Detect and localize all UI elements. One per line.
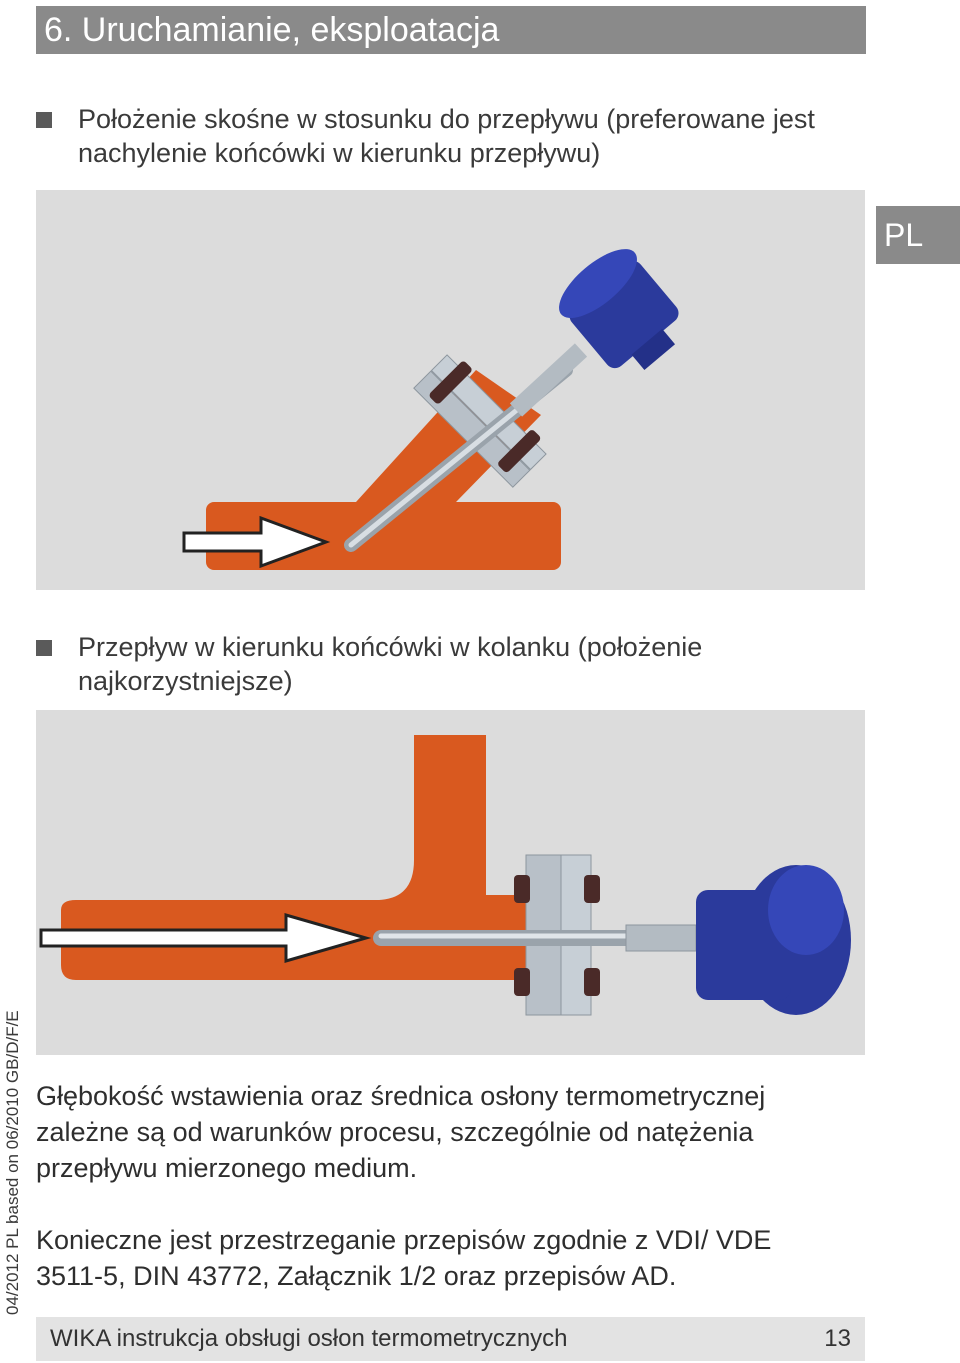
angled-installation-illustration: [182, 249, 679, 570]
flow-arrow-icon: [182, 515, 331, 569]
footer-title: WIKA instrukcja obsługi osłon termometry…: [50, 1325, 568, 1352]
thermowell-neck: [625, 924, 697, 952]
bullet-item: Przepływ w kierunku końcówki w kolanku (…: [36, 630, 856, 698]
section-header: 6. Uruchamianie, eksploatacja: [36, 6, 866, 54]
page-footer: WIKA instrukcja obsługi osłon termometry…: [36, 1317, 865, 1361]
figure-angled-installation: [36, 190, 865, 590]
page-number: 13: [824, 1325, 851, 1352]
paragraph-insertion-depth: Głębokość wstawienia oraz średnica osłon…: [36, 1081, 766, 1183]
language-label: PL: [884, 217, 924, 253]
bullet-square-icon: [36, 640, 52, 656]
elbow-installation-illustration: [39, 735, 851, 1016]
section-title: 6. Uruchamianie, eksploatacja: [44, 11, 500, 49]
figure-elbow-installation: [36, 710, 865, 1055]
bullet-square-icon: [36, 112, 52, 128]
bullet-item: Położenie skośne w stosunku do przepływu…: [36, 102, 856, 170]
side-note: 04/2012 PL based on 06/2010 GB/D/F/E: [0, 980, 24, 1315]
bullet-text: Położenie skośne w stosunku do przepływu…: [78, 104, 815, 168]
bullet-text: Przepływ w kierunku końcówki w kolanku (…: [78, 632, 703, 696]
language-tab: PL: [876, 206, 960, 264]
side-note-text: 04/2012 PL based on 06/2010 GB/D/F/E: [3, 1010, 22, 1315]
paragraph-regulations: Konieczne jest przestrzeganie przepisów …: [36, 1225, 772, 1291]
flange: [413, 354, 547, 488]
thermowell-neck: [509, 343, 588, 417]
connection-head: [559, 249, 679, 370]
flow-arrow-icon: [39, 913, 372, 963]
connection-head: [696, 865, 851, 1015]
